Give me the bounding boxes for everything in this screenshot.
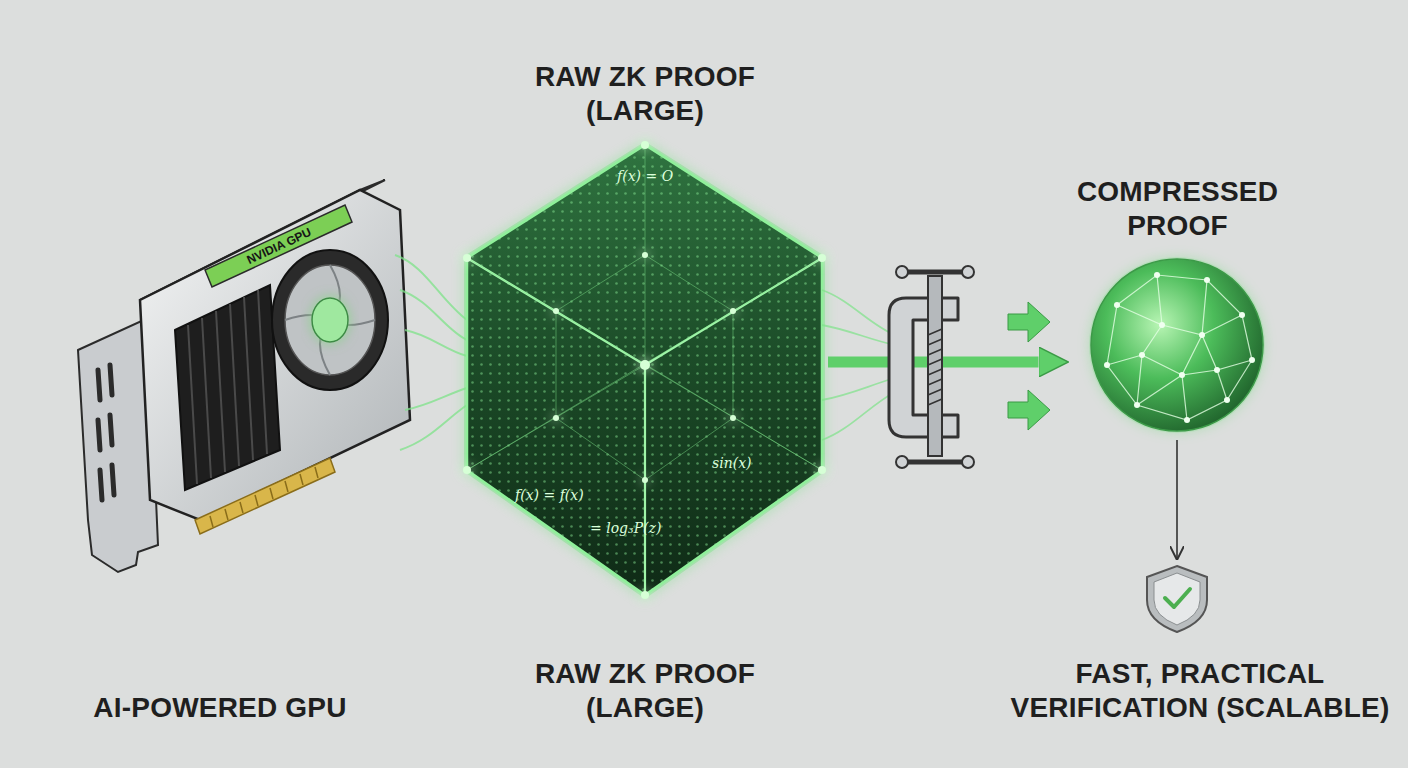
- verification-node: FAST, PRACTICAL VERIFICATION (SCALABLE): [999, 560, 1402, 725]
- compressed-sphere: [1089, 257, 1265, 433]
- bracket-slots: [98, 365, 114, 500]
- pcie-fingers: [210, 467, 318, 527]
- gpu-label-plate: [205, 205, 352, 287]
- network-dot: [1239, 312, 1245, 318]
- cube-dot: [553, 308, 559, 314]
- formula-label: f(x) = f(x): [515, 487, 584, 503]
- pcie-connector: [195, 458, 335, 534]
- clamp-handle: [902, 270, 968, 275]
- gpu-node: AI-POWERED GPU NVIDIA GPU: [60, 160, 380, 725]
- cube-glow: [467, 145, 822, 595]
- cube-dot: [818, 466, 826, 474]
- cube-dot: [730, 308, 736, 314]
- cube-dot: [642, 252, 648, 258]
- shield-inner: [1154, 573, 1200, 625]
- light-stream: [400, 405, 467, 450]
- chip-label: NVIDIA GPU: [244, 225, 313, 267]
- light-streams: [395, 255, 467, 450]
- cube-dot: [730, 415, 736, 421]
- node-label: RAW ZK PROOF (LARGE): [520, 60, 770, 128]
- handle-knob: [962, 456, 974, 468]
- sphere-network: [1107, 275, 1252, 420]
- light-stream: [405, 388, 467, 410]
- cube-dot: [640, 360, 650, 370]
- clamp-handle: [902, 460, 968, 465]
- node-label: RAW ZK PROOF (LARGE): [520, 657, 770, 725]
- network-dot: [1114, 302, 1120, 308]
- cube-body: [467, 145, 822, 595]
- cube-dot: [463, 466, 471, 474]
- shield-outer: [1147, 566, 1207, 632]
- gpu-shroud: [140, 190, 410, 520]
- light-stream: [822, 378, 895, 400]
- network-dot: [1134, 402, 1140, 408]
- handle-knob: [896, 266, 908, 278]
- block-arrow: [1008, 302, 1050, 342]
- fan-blades: [285, 265, 375, 375]
- light-stream-connector: [380, 364, 462, 367]
- cube-dot: [818, 254, 826, 262]
- cube-dot: [641, 591, 649, 599]
- network-dot: [1199, 332, 1205, 338]
- network-dot: [1214, 367, 1220, 373]
- proof-cube-node: RAW ZK PROOF (LARGE) RAW ZK PROOF (LARGE): [462, 60, 828, 725]
- network-dot: [1184, 417, 1190, 423]
- gpu-illustration: [78, 180, 410, 572]
- sphere-glow: [1089, 257, 1265, 433]
- connectors: [380, 362, 1177, 560]
- cube-dot: [641, 141, 649, 149]
- cube-dot-grid: [467, 145, 822, 595]
- handle-knob: [962, 266, 974, 278]
- fan-blade-lines: [285, 265, 375, 375]
- network-dot: [1179, 372, 1185, 378]
- network-dot: [1154, 272, 1160, 278]
- handle-knob: [896, 456, 908, 468]
- formula-label: = log₃P(z): [590, 520, 661, 536]
- light-stream: [822, 325, 895, 345]
- fan-hub: [312, 298, 348, 342]
- formula-label: sin(x): [712, 455, 752, 471]
- light-stream: [405, 330, 467, 356]
- compressed-proof-node: COMPRESSED PROOF: [1069, 175, 1287, 440]
- cube-dot: [463, 254, 471, 262]
- node-label: AI-POWERED GPU: [93, 691, 346, 725]
- light-stream: [400, 290, 467, 340]
- network-dot: [1249, 357, 1255, 363]
- light-stream: [822, 392, 895, 440]
- node-label: COMPRESSED PROOF: [1073, 175, 1283, 243]
- check-mark: [1165, 589, 1190, 607]
- network-dot: [1204, 277, 1210, 283]
- formula-label: f(x) = O: [617, 168, 673, 184]
- clamp-screw: [928, 276, 942, 456]
- node-label: FAST, PRACTICAL VERIFICATION (SCALABLE): [1003, 657, 1398, 725]
- cube-dot: [553, 415, 559, 421]
- compression-clamp: [889, 266, 974, 468]
- clamp-frame: [889, 298, 958, 437]
- gpu-heatsink: [175, 285, 280, 490]
- network-dot: [1224, 397, 1230, 403]
- compression-arrows: [1008, 302, 1050, 430]
- verification-shield: [1147, 566, 1207, 632]
- flow-arrow: [1176, 440, 1178, 560]
- zk-proof-cube: [463, 141, 826, 599]
- gpu-fan: [272, 250, 388, 390]
- network-dot: [1139, 352, 1145, 358]
- sphere-dots: [1104, 272, 1255, 423]
- network-dot: [1104, 362, 1110, 368]
- screw-thread: [928, 329, 942, 405]
- block-arrow: [1008, 390, 1050, 430]
- network-dot: [1159, 322, 1165, 328]
- cube-nodes: [463, 141, 826, 599]
- sphere-body: [1091, 259, 1263, 431]
- cube-dot: [642, 477, 648, 483]
- cube-inner-lines: [467, 145, 822, 480]
- heatsink-fins: [188, 290, 267, 484]
